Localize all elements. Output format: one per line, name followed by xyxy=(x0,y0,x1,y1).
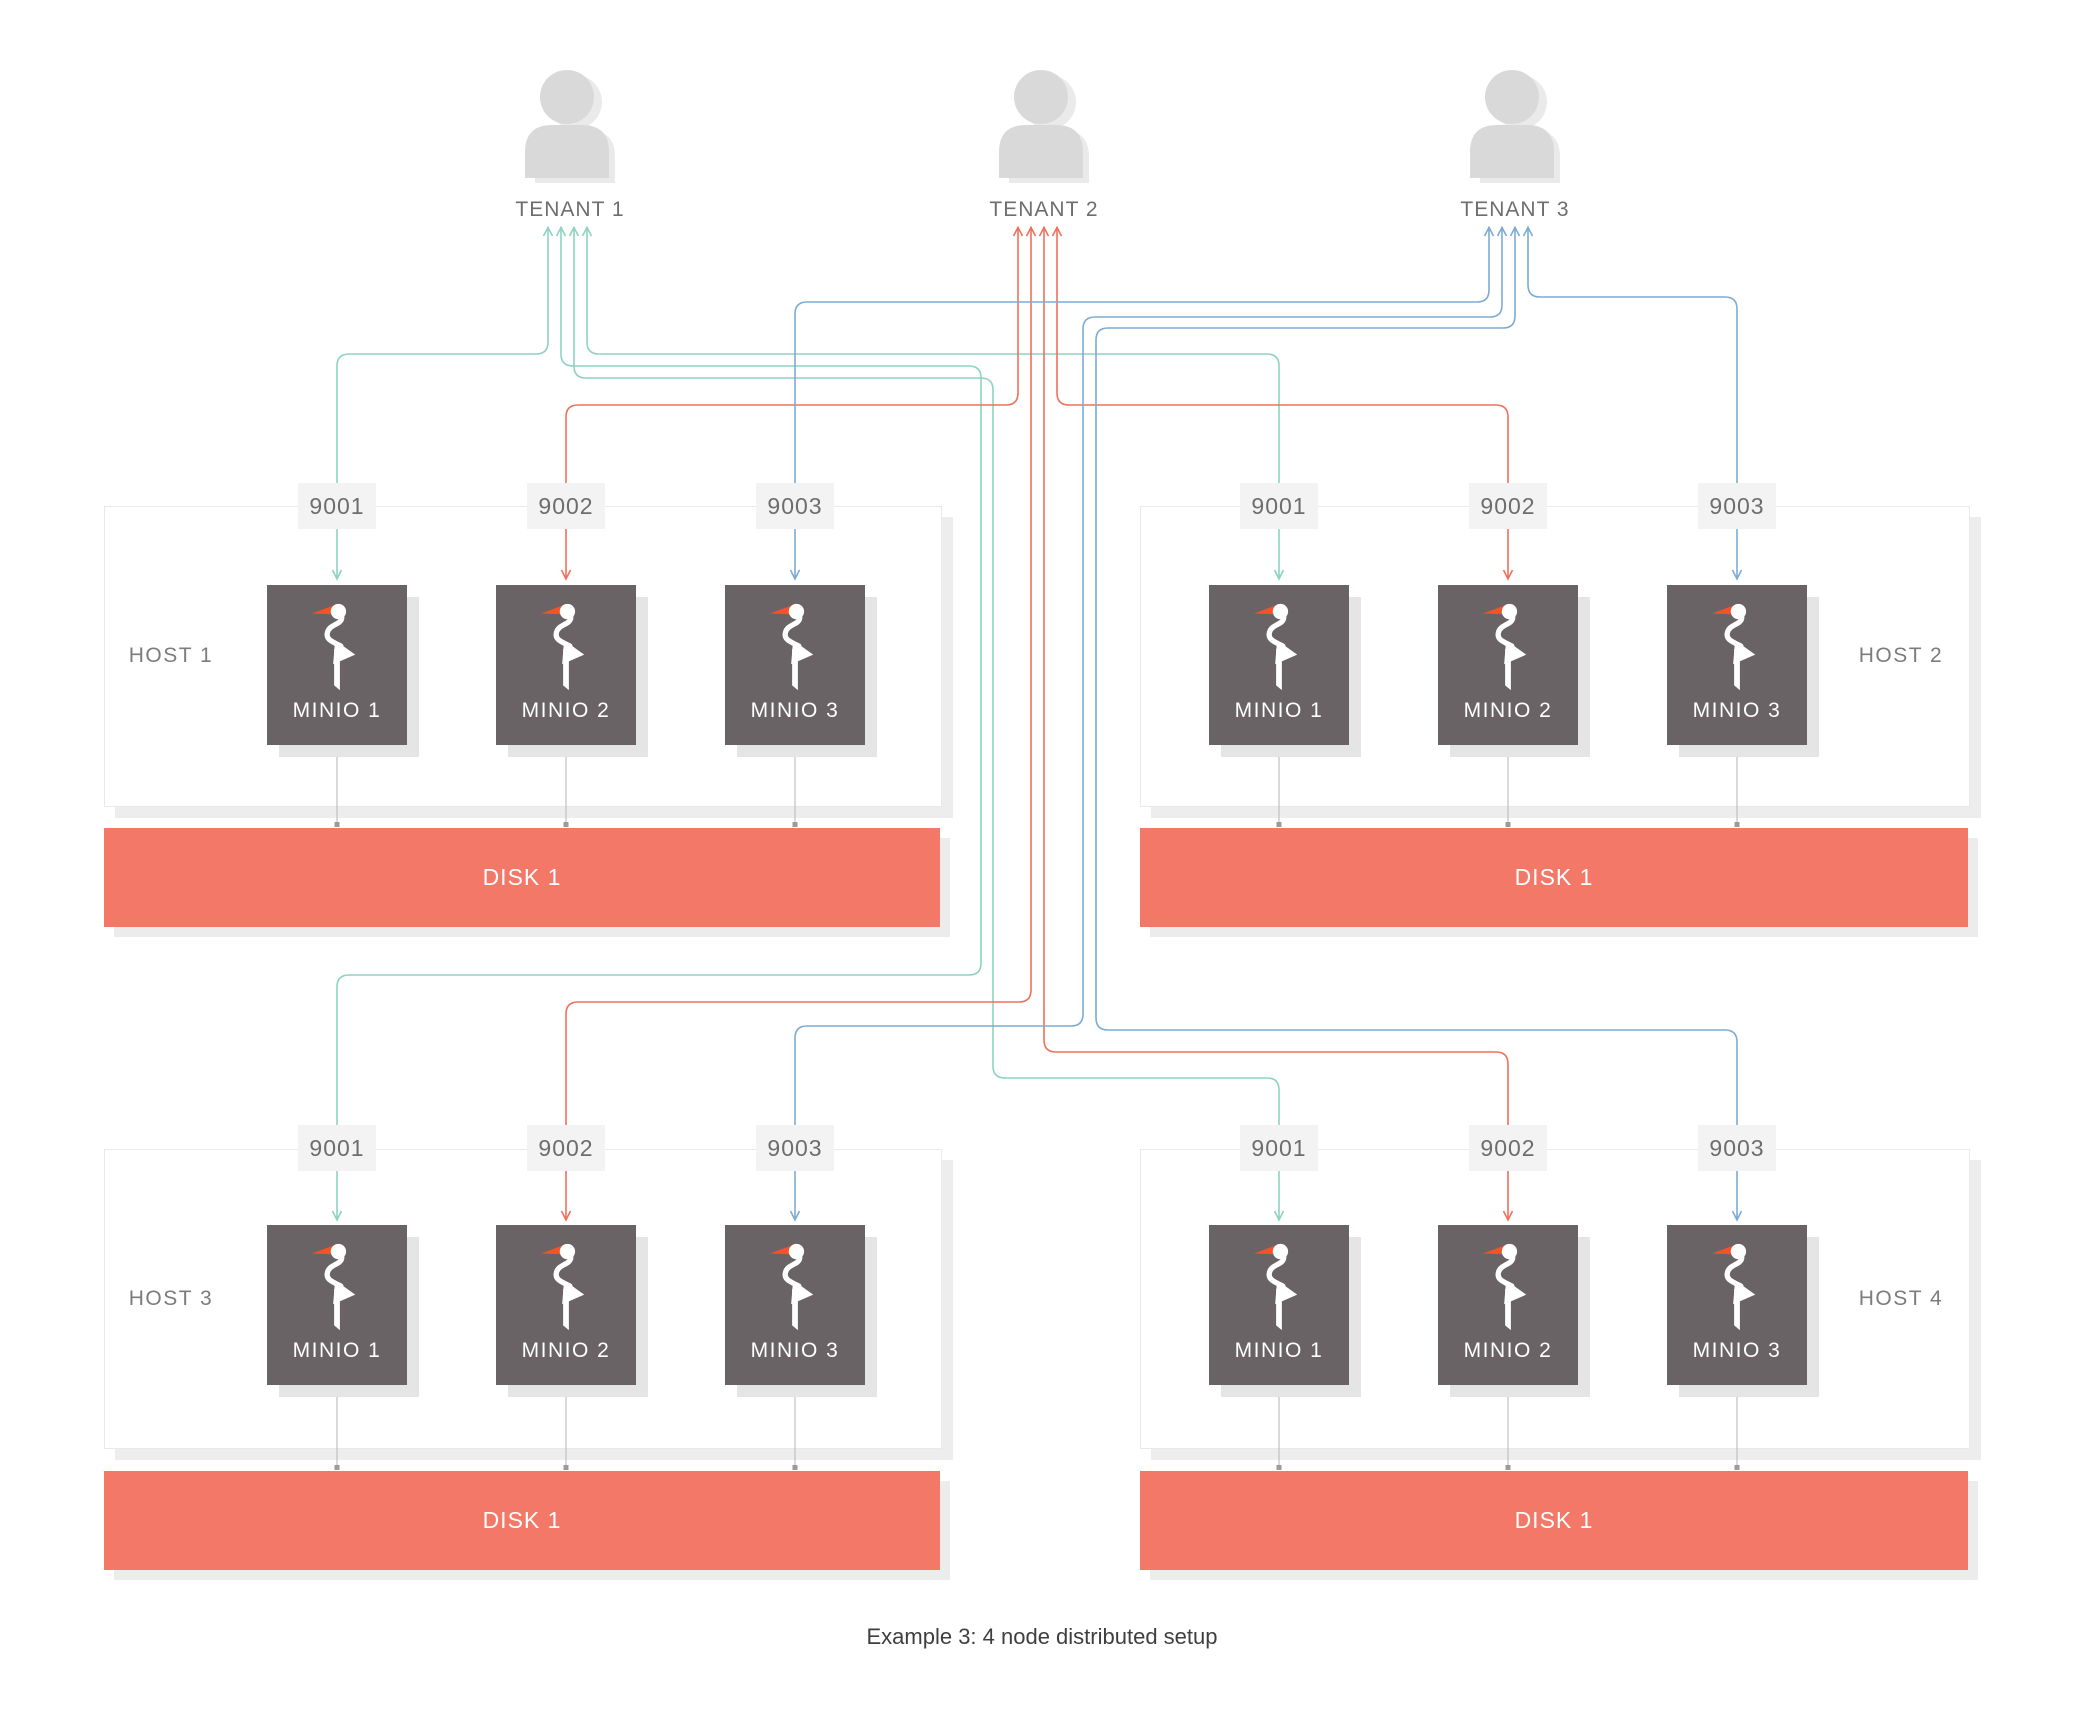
minio-bird-icon xyxy=(1254,1243,1298,1331)
minio-bird-icon xyxy=(1483,1243,1527,1331)
minio-node: MINIO 3 xyxy=(725,1225,865,1385)
port-label: 9002 xyxy=(527,1125,605,1171)
port-label: 9002 xyxy=(1469,1125,1547,1171)
tenant-2: TENANT 2 xyxy=(944,57,1144,222)
minio-bird-icon xyxy=(770,603,814,691)
port-label: 9001 xyxy=(1240,483,1318,529)
minio-node: MINIO 3 xyxy=(1667,585,1807,745)
minio-node-label: MINIO 1 xyxy=(1234,699,1324,722)
minio-node: MINIO 3 xyxy=(1667,1225,1807,1385)
minio-bird-icon xyxy=(1254,603,1298,691)
port-label: 9003 xyxy=(756,483,834,529)
host-3-label: HOST 3 xyxy=(128,1287,214,1310)
minio-bird-icon xyxy=(770,1243,814,1331)
user-icon xyxy=(999,70,1089,183)
minio-bird-icon xyxy=(1712,603,1756,691)
minio-node: MINIO 1 xyxy=(267,1225,407,1385)
minio-node-label: MINIO 2 xyxy=(521,699,611,722)
minio-node-label: MINIO 2 xyxy=(1463,1339,1553,1362)
disk-bar: DISK 1 xyxy=(1140,1471,1968,1570)
minio-node: MINIO 1 xyxy=(1209,585,1349,745)
minio-node: MINIO 2 xyxy=(496,1225,636,1385)
port-label: 9002 xyxy=(527,483,605,529)
minio-node-label: MINIO 3 xyxy=(750,1339,840,1362)
minio-node-label: MINIO 3 xyxy=(1692,699,1782,722)
port-label: 9003 xyxy=(1698,483,1776,529)
tenant-3: TENANT 3 xyxy=(1415,57,1615,222)
disk-bar: DISK 1 xyxy=(104,1471,940,1570)
port-label: 9003 xyxy=(1698,1125,1776,1171)
minio-bird-icon xyxy=(541,1243,585,1331)
tenant-label: TENANT 2 xyxy=(989,198,1099,221)
tenant-1: TENANT 1 xyxy=(470,57,670,222)
minio-node-label: MINIO 1 xyxy=(292,1339,382,1362)
minio-bird-icon xyxy=(312,1243,356,1331)
minio-node-label: MINIO 2 xyxy=(1463,699,1553,722)
minio-node: MINIO 1 xyxy=(267,585,407,745)
minio-node-label: MINIO 3 xyxy=(1692,1339,1782,1362)
disk-bar: DISK 1 xyxy=(104,828,940,927)
minio-node-label: MINIO 1 xyxy=(292,699,382,722)
diagram-caption: Example 3: 4 node distributed setup xyxy=(866,1624,1218,1649)
minio-node: MINIO 2 xyxy=(496,585,636,745)
port-label: 9001 xyxy=(298,483,376,529)
tenant-label: TENANT 1 xyxy=(515,198,625,221)
port-label: 9001 xyxy=(298,1125,376,1171)
user-icon xyxy=(525,70,615,183)
minio-node-label: MINIO 3 xyxy=(750,699,840,722)
minio-bird-icon xyxy=(541,603,585,691)
host-2-label: HOST 2 xyxy=(1858,644,1944,667)
minio-bird-icon xyxy=(1712,1243,1756,1331)
minio-bird-icon xyxy=(1483,603,1527,691)
user-icon xyxy=(1470,70,1560,183)
minio-node: MINIO 3 xyxy=(725,585,865,745)
port-label: 9001 xyxy=(1240,1125,1318,1171)
minio-node-label: MINIO 2 xyxy=(521,1339,611,1362)
minio-node: MINIO 2 xyxy=(1438,585,1578,745)
port-label: 9002 xyxy=(1469,483,1547,529)
minio-node-label: MINIO 1 xyxy=(1234,1339,1324,1362)
host-4-label: HOST 4 xyxy=(1858,1287,1944,1310)
minio-node: MINIO 1 xyxy=(1209,1225,1349,1385)
disk-bar: DISK 1 xyxy=(1140,828,1968,927)
minio-node: MINIO 2 xyxy=(1438,1225,1578,1385)
host-1-label: HOST 1 xyxy=(128,644,214,667)
tenant-label: TENANT 3 xyxy=(1460,198,1570,221)
minio-bird-icon xyxy=(312,603,356,691)
port-label: 9003 xyxy=(756,1125,834,1171)
